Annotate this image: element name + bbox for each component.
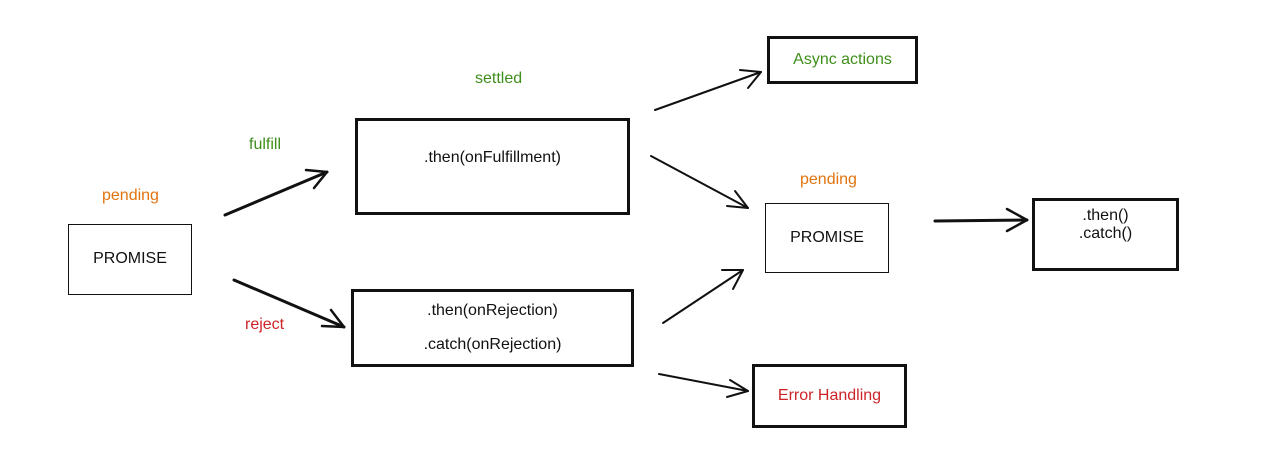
async-actions-box: Async actions [767,36,918,84]
error-handling-box: Error Handling [752,364,907,428]
chain-methods-box: .then() .catch() [1032,198,1179,271]
promise-start-text: PROMISE [93,250,167,268]
arrow-rejection-to-promise [662,269,744,324]
transition-label-reject: reject [245,316,285,333]
arrow-to-chain-methods [933,207,1029,233]
arrow-reject [232,278,346,329]
catch-rejection-text: .catch(onRejection) [423,335,562,353]
promise-next-text: PROMISE [790,228,864,246]
state-label-pending-next: pending [800,171,857,188]
promise-start-box: PROMISE [68,224,192,295]
state-label-pending-start: pending [102,187,159,204]
transition-label-fulfill: fulfill [249,136,282,153]
then-fulfillment-text: .then(onFulfillment) [424,149,561,166]
error-handling-text: Error Handling [777,386,882,404]
then-rejection-text: .then(onRejection) [427,301,558,319]
then-chain-text: .then() [1082,207,1129,224]
then-fulfillment-box: .then(onFulfillment) [355,118,630,215]
async-actions-text: Async actions [793,50,892,68]
state-label-settled: settled [475,70,523,87]
promise-next-box: PROMISE [765,203,889,273]
arrow-fulfill [223,168,329,217]
arrow-to-async-actions [654,69,762,111]
arrow-fulfillment-to-promise [650,155,749,209]
arrow-to-error-handling [658,373,749,398]
catch-chain-text: .catch() [1078,225,1133,243]
rejection-handlers-box: .then(onRejection) .catch(onRejection) [351,289,634,367]
